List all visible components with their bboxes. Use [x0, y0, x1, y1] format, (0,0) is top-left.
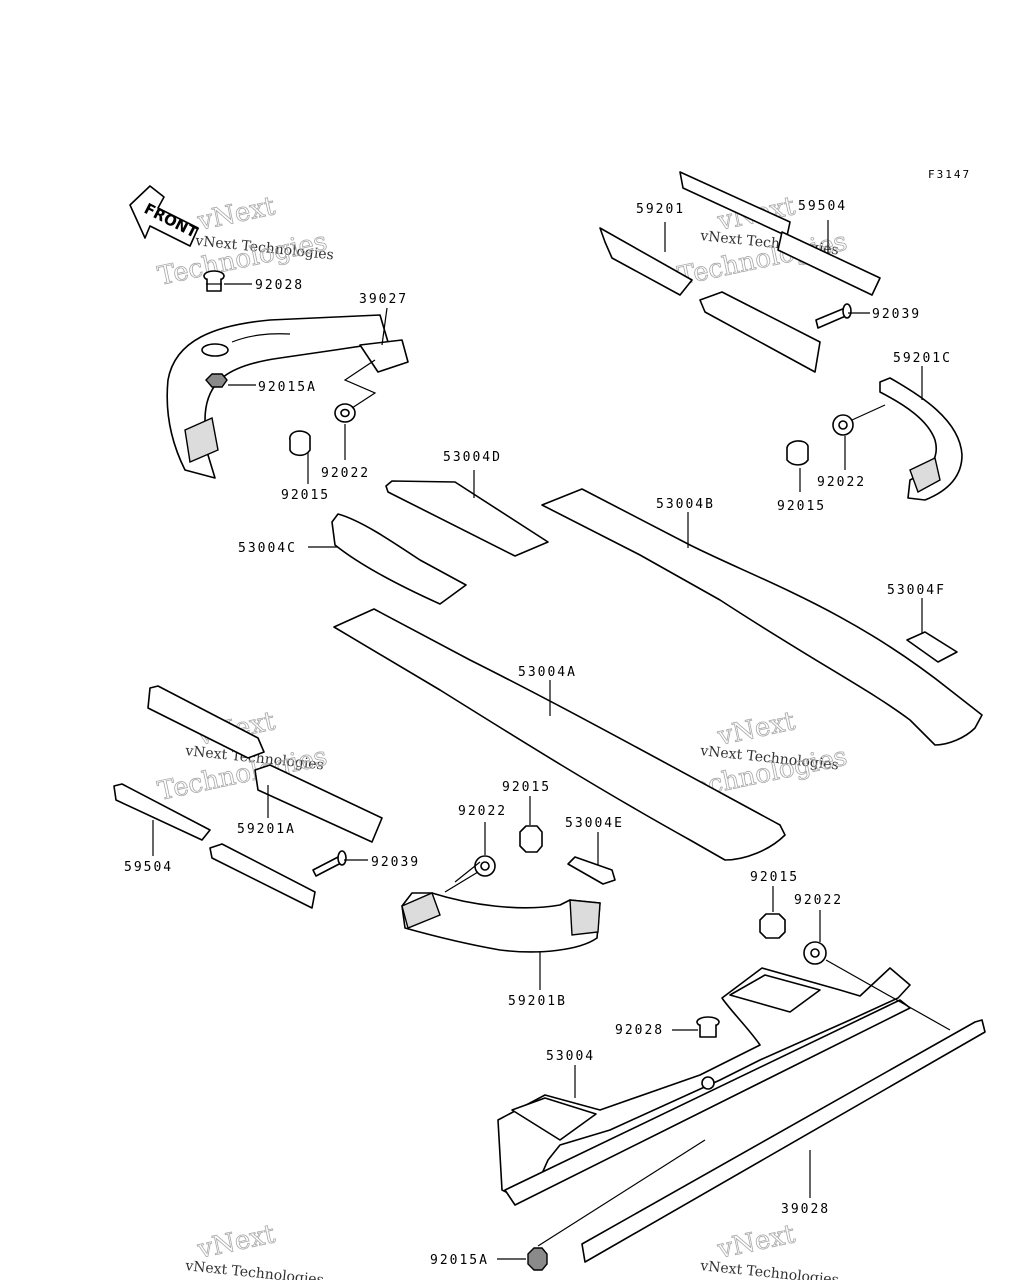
- label-53004E: 53004E: [565, 816, 624, 831]
- label-53004D: 53004D: [443, 450, 502, 465]
- part-92015-nut-low: [759, 913, 786, 939]
- part-53004C-mat: [331, 513, 467, 605]
- part-53004D-mat: [385, 480, 549, 557]
- label-92015-low: 92015: [750, 870, 799, 885]
- watermark-bottom-left: vNext vNext Technologies: [184, 1219, 325, 1280]
- leader-lines: [152, 220, 951, 1260]
- label-92022-right: 92022: [817, 475, 866, 490]
- part-53004-base: [497, 967, 911, 1206]
- part-53004A-mat: [333, 608, 786, 861]
- part-59201C-handle: [879, 377, 963, 501]
- svg-text:vNext: vNext: [194, 191, 278, 237]
- label-92015A-top: 92015A: [258, 380, 317, 395]
- label-92022-left: 92022: [321, 466, 370, 481]
- label-92015-left: 92015: [281, 488, 330, 503]
- part-92022-washer-left: [334, 403, 356, 423]
- part-59201B-handle: [401, 892, 601, 953]
- label-39028: 39028: [781, 1202, 830, 1217]
- part-53004E-mat: [567, 856, 616, 885]
- label-53004A: 53004A: [518, 665, 577, 680]
- label-59201B: 59201B: [508, 994, 567, 1009]
- label-92022-mid: 92022: [458, 804, 507, 819]
- svg-text:vNext Technologies: vNext Technologies: [699, 1258, 840, 1280]
- label-92015-mid: 92015: [502, 780, 551, 795]
- label-53004C: 53004C: [238, 541, 297, 556]
- label-59201A: 59201A: [237, 822, 296, 837]
- part-92015A-nut-top: [205, 373, 228, 388]
- label-59201: 59201: [636, 202, 685, 217]
- part-59504-trim-top: [679, 171, 881, 296]
- part-59504-trim-bottom: [113, 783, 316, 909]
- part-59201-rail: [599, 227, 821, 373]
- label-53004: 53004: [546, 1049, 595, 1064]
- svg-text:vNext Technologies: vNext Technologies: [184, 1258, 325, 1280]
- label-92028-low: 92028: [615, 1023, 664, 1038]
- label-59201C: 59201C: [893, 351, 952, 366]
- part-39028-rail: [581, 1019, 986, 1263]
- label-92028-top: 92028: [255, 278, 304, 293]
- label-53004F: 53004F: [887, 583, 946, 598]
- part-59201A-rail: [147, 685, 383, 843]
- svg-text:vNext: vNext: [714, 1219, 798, 1265]
- label-92039-top: 92039: [872, 307, 921, 322]
- part-92028-bolt-top: [203, 270, 225, 292]
- part-53004B-mat: [541, 488, 983, 746]
- part-92015-nut-mid: [519, 825, 543, 853]
- figure-code: F3147: [928, 168, 971, 181]
- part-53004F-mat: [906, 631, 958, 663]
- part-92015A-nut-bottom: [527, 1247, 548, 1271]
- label-92015A-bottom: 92015A: [430, 1253, 489, 1268]
- label-92039-bottom: 92039: [371, 855, 420, 870]
- part-labels: 92028 39027 92015A 92022 92015 53004D 53…: [124, 199, 952, 1268]
- part-92015-nut-right: [786, 440, 809, 466]
- part-92022-washer-right: [832, 414, 854, 436]
- part-92028-bolt-low: [696, 1016, 720, 1038]
- part-92022-washer-mid: [474, 855, 496, 877]
- part-92039-rivet-bottom: [312, 850, 347, 877]
- watermark-bottom-right: vNext vNext Technologies: [699, 1219, 840, 1280]
- part-39027-handle: [166, 314, 409, 479]
- part-92022-washer-low: [803, 941, 827, 965]
- svg-text:vNext: vNext: [194, 1219, 278, 1265]
- label-59504-top: 59504: [798, 199, 847, 214]
- part-92015-nut-left: [289, 430, 311, 457]
- label-53004B: 53004B: [656, 497, 715, 512]
- part-92039-rivet-top: [815, 303, 852, 329]
- label-39027: 39027: [359, 292, 408, 307]
- label-92022-low: 92022: [794, 893, 843, 908]
- label-92015-right: 92015: [777, 499, 826, 514]
- label-59504-bottom: 59504: [124, 860, 173, 875]
- front-arrow-icon: FRONT: [129, 185, 201, 247]
